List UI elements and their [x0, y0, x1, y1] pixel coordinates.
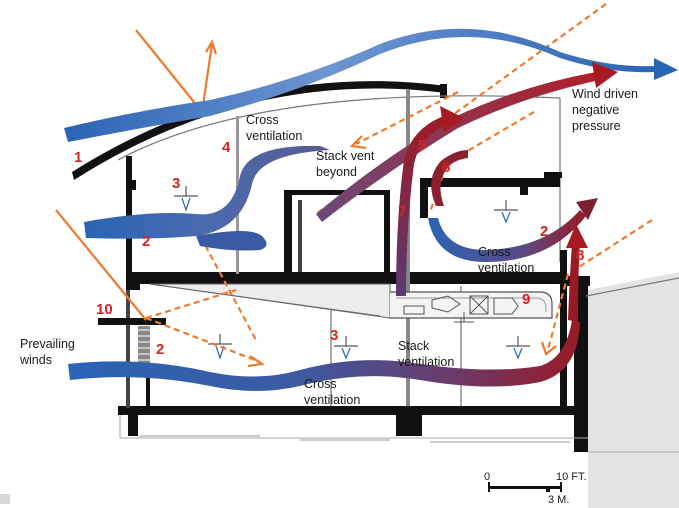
label-cross-bottom-l2: ventilation [304, 393, 360, 407]
diagram-labels: Wind driven negative pressure Cross vent… [19, 87, 638, 407]
fan-icon-lower-mid [334, 336, 358, 360]
fan-icon-upper-left [174, 186, 198, 212]
airflow-lower-cross [68, 320, 580, 391]
marker-5: 5 [418, 137, 426, 154]
airflow-upper-cross [84, 145, 330, 239]
label-wind-driven-l3: pressure [572, 119, 621, 133]
number-markers: 1 2 3 4 5 6 7 8 9 10 2 2 3 2 [74, 137, 584, 358]
marker-10: 10 [96, 301, 113, 318]
marker-2-right: 2 [540, 223, 548, 240]
marker-8: 8 [576, 247, 584, 264]
label-prevailing-l1: Prevailing [20, 337, 75, 351]
sun-ray-roof [135, 29, 203, 113]
label-wind-driven-l1: Wind driven [572, 87, 638, 101]
airflow-arrows [64, 28, 678, 391]
fan-icon-upper-right [494, 200, 518, 224]
marker-4: 4 [222, 139, 231, 156]
label-cross-bottom-l1: Cross [304, 377, 337, 391]
sun-ray-entry [55, 209, 147, 321]
fan-icon-lower-right [506, 336, 530, 360]
marker-1: 1 [74, 149, 82, 166]
airflow-upper-left-curl [196, 231, 267, 251]
fan-icon-lower-left [208, 334, 232, 360]
ground-floor-slab [118, 406, 588, 415]
ceiling-duct [149, 283, 553, 323]
scale-zero: 0 [484, 471, 490, 483]
entry-canopy [98, 318, 166, 325]
marker-2-lower-left: 2 [156, 341, 164, 358]
sun-ray-right [567, 219, 653, 275]
label-cross-right-l2: ventilation [478, 261, 534, 275]
marker-2-upper-left: 2 [142, 233, 150, 250]
airflow-stack-vertical [396, 116, 448, 296]
wind-flow-over-roof [64, 28, 656, 142]
scale-ft: 10 FT. [556, 471, 587, 483]
label-cross-top-l2: ventilation [246, 129, 302, 143]
label-stack-vent-l1: Stack vent [316, 149, 375, 163]
label-stack-ventilation-l2: ventilation [398, 355, 454, 369]
marker-3-upper: 3 [172, 175, 180, 192]
airflow-curl-six [431, 150, 468, 206]
marker-9: 9 [522, 291, 530, 308]
ductwork-equipment [403, 295, 519, 323]
corner-mark [0, 494, 10, 504]
marker-6: 6 [442, 159, 450, 176]
scale-bar: 0 10 FT. 3 M. [484, 471, 587, 506]
scale-m: 3 M. [548, 494, 569, 506]
label-stack-ventilation-l1: Stack [398, 339, 430, 353]
label-cross-right-l1: Cross [478, 245, 511, 259]
label-wind-driven-l2: negative [572, 103, 619, 117]
airflow-right-room-loop [428, 210, 586, 262]
marker-3-lower: 3 [330, 327, 338, 344]
label-stack-vent-l2: beyond [316, 165, 357, 179]
marker-7: 7 [398, 203, 406, 220]
airflow-right-wall-vertical [568, 244, 580, 322]
label-prevailing-l2: winds [19, 353, 52, 367]
ground-earth [119, 272, 679, 508]
mid-floor-slab [126, 272, 564, 284]
label-cross-top-l1: Cross [246, 113, 279, 127]
